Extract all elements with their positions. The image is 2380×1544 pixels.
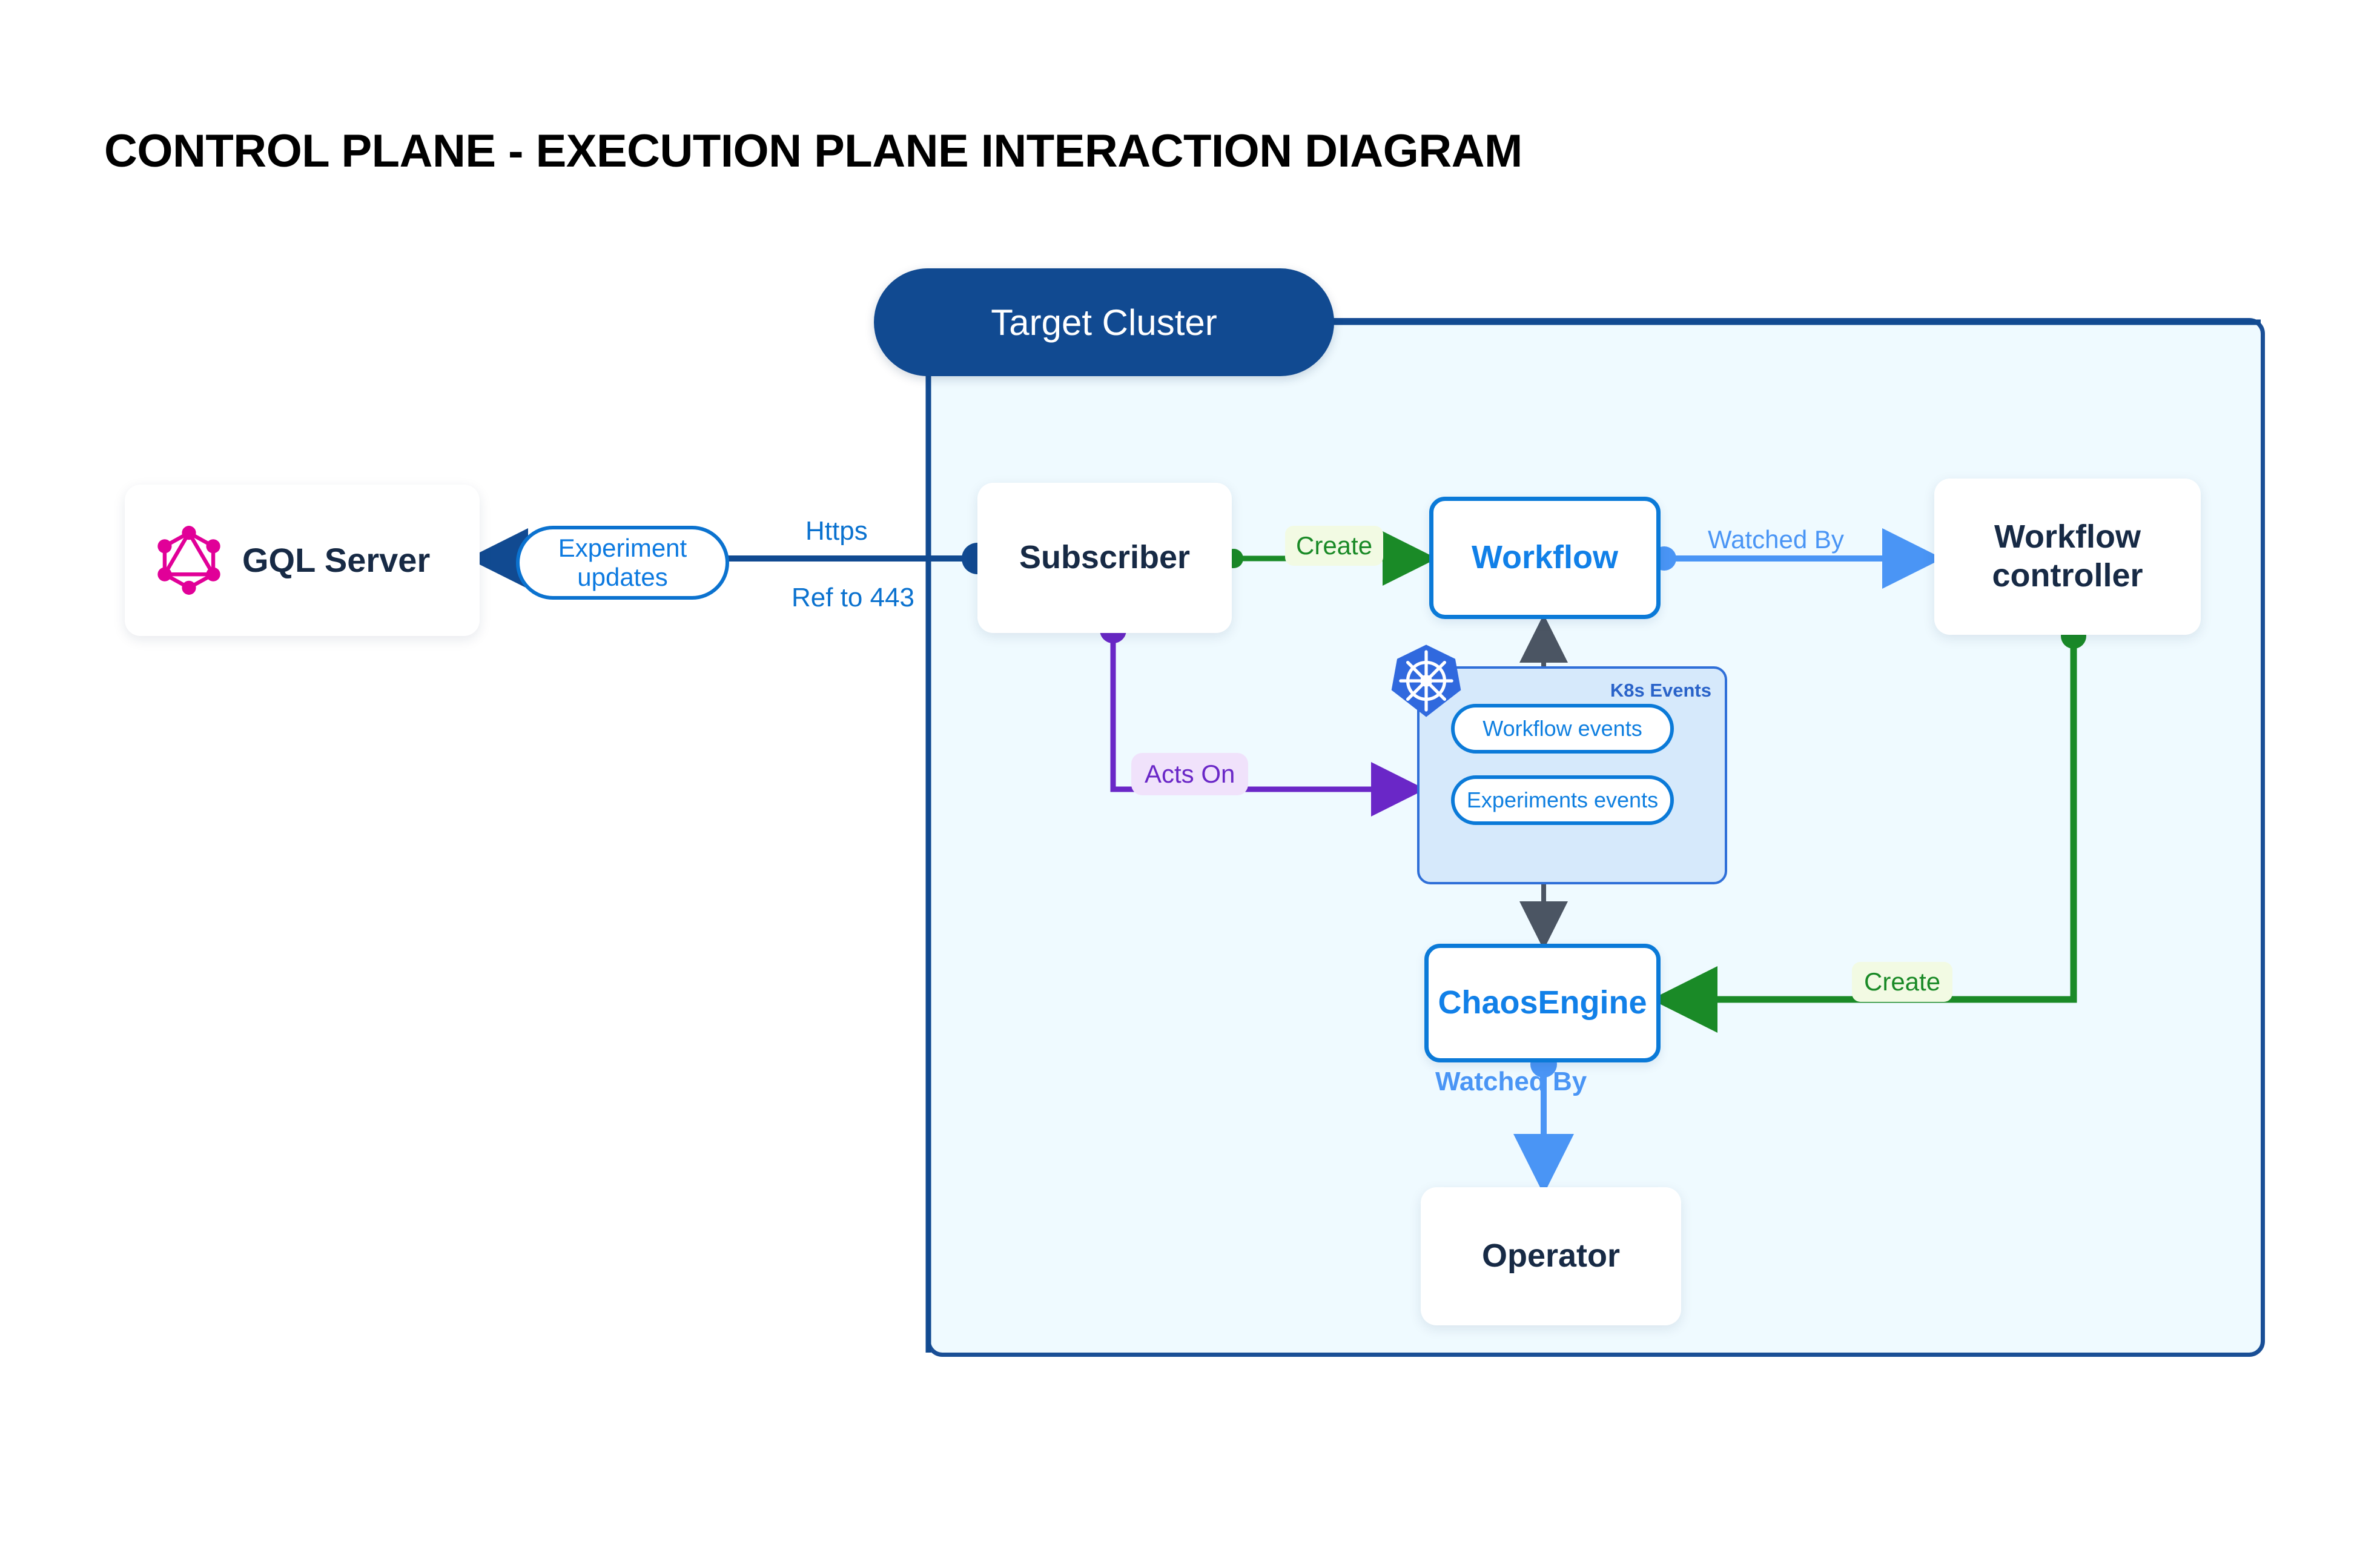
experiment-updates-line1: Experiment bbox=[558, 534, 687, 563]
kubernetes-logo-icon bbox=[1391, 644, 1461, 717]
node-workflow-controller-line1: Workflow bbox=[1994, 519, 2141, 555]
node-chaos-engine[interactable]: ChaosEngine bbox=[1424, 944, 1661, 1062]
node-workflow[interactable]: Workflow bbox=[1429, 497, 1661, 619]
node-workflow-controller-line2: controller bbox=[1992, 557, 2143, 594]
k8s-event-experiments-events-label: Experiments events bbox=[1466, 787, 1659, 812]
k8s-event-workflow-events-label: Workflow events bbox=[1483, 716, 1642, 741]
target-cluster-title-pill[interactable]: Target Cluster bbox=[874, 268, 1334, 376]
edge-label-watched-by-operator: Watched By bbox=[1435, 1067, 1587, 1096]
node-workflow-label: Workflow bbox=[1472, 539, 1618, 576]
node-gql-server[interactable]: GQL Server bbox=[125, 485, 480, 636]
edge-label-https: Https bbox=[805, 516, 868, 546]
node-chaos-engine-label: ChaosEngine bbox=[1438, 984, 1647, 1021]
experiment-updates-line2: updates bbox=[577, 563, 668, 591]
graphql-logo-icon bbox=[157, 526, 220, 595]
node-operator-label: Operator bbox=[1481, 1238, 1621, 1274]
k8s-event-workflow-events[interactable]: Workflow events bbox=[1451, 704, 1674, 754]
target-cluster-title: Target Cluster bbox=[991, 302, 1217, 343]
node-gql-server-label: GQL Server bbox=[242, 540, 431, 579]
k8s-event-experiments-events[interactable]: Experiments events bbox=[1451, 775, 1674, 825]
node-operator[interactable]: Operator bbox=[1421, 1187, 1681, 1325]
group-k8s-events-title: K8s Events bbox=[1610, 680, 1711, 701]
page-title: CONTROL PLANE - EXECUTION PLANE INTERACT… bbox=[104, 125, 1522, 177]
edge-label-create-subscriber-workflow: Create bbox=[1285, 526, 1384, 566]
node-subscriber[interactable]: Subscriber bbox=[977, 483, 1232, 633]
edge-label-watched-by-workflow-controller: Watched By bbox=[1708, 525, 1844, 554]
edge-label-ref-to-443: Ref to 443 bbox=[792, 583, 915, 612]
edge-label-acts-on: Acts On bbox=[1131, 753, 1249, 795]
edge-label-create-controller-chaosengine: Create bbox=[1852, 962, 1953, 1002]
node-subscriber-label: Subscriber bbox=[1019, 539, 1191, 576]
group-k8s-events: K8s Events Workflow events Experiments e… bbox=[1391, 644, 1727, 884]
